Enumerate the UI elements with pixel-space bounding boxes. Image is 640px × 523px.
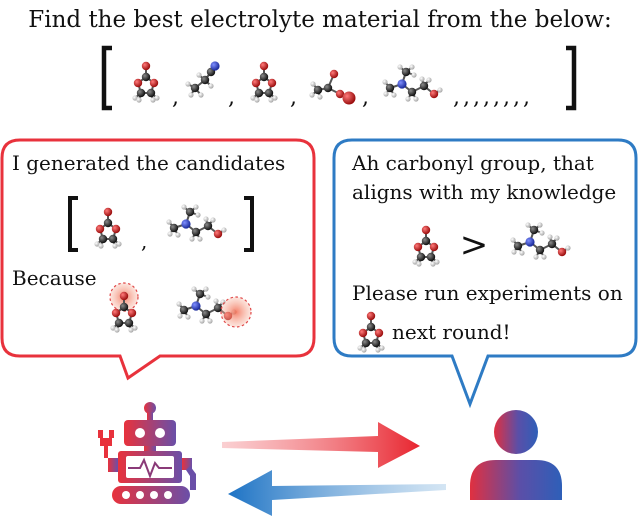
human-speech-bubble: Ah carbonyl group, that aligns with my k…	[332, 138, 638, 409]
human-bubble-outline	[332, 138, 638, 409]
human-bubble-line2: aligns with my knowledge	[352, 180, 616, 204]
cyclic-carbonate-molecule	[250, 62, 277, 103]
human-bubble-line3: Please run experiments on	[352, 281, 623, 305]
list-separator: ,	[228, 85, 235, 110]
comparison-symbol: >	[460, 225, 489, 265]
left-bracket	[101, 45, 112, 111]
cyclic-carbonate-molecule	[132, 62, 159, 103]
robot-bubble-outline	[0, 138, 316, 381]
ester-molecule	[309, 70, 355, 105]
human-bubble-line4: next round!	[392, 320, 511, 344]
list-separator: ,	[290, 85, 297, 110]
list-separator: ,	[172, 85, 179, 110]
robot-candidate-separator: ,	[141, 229, 147, 253]
arrow-right-icon	[222, 422, 420, 468]
nitrile-molecule	[185, 61, 219, 97]
page-title: Find the best electrolyte material from …	[28, 7, 611, 33]
robot-icon	[98, 402, 196, 504]
candidate-list: , , , , ,,,,,,,,	[101, 45, 577, 111]
arrow-left-icon	[228, 470, 446, 516]
robot-bubble-line1: I generated the candidates	[12, 151, 285, 175]
because-label: Because	[12, 266, 97, 290]
human-bubble-line1: Ah carbonyl group, that	[351, 151, 594, 175]
person-icon	[470, 410, 562, 500]
robot-left-bracket	[68, 196, 78, 252]
right-bracket	[566, 45, 577, 111]
amino-alcohol-molecule	[382, 64, 442, 101]
list-ellipsis: ,,,,,,,,	[453, 85, 533, 110]
hydroxyl-highlight	[220, 296, 252, 328]
list-separator: ,	[362, 85, 369, 110]
robot-speech-bubble: I generated the candidates , Because	[0, 138, 316, 381]
robot-right-bracket	[244, 196, 254, 252]
